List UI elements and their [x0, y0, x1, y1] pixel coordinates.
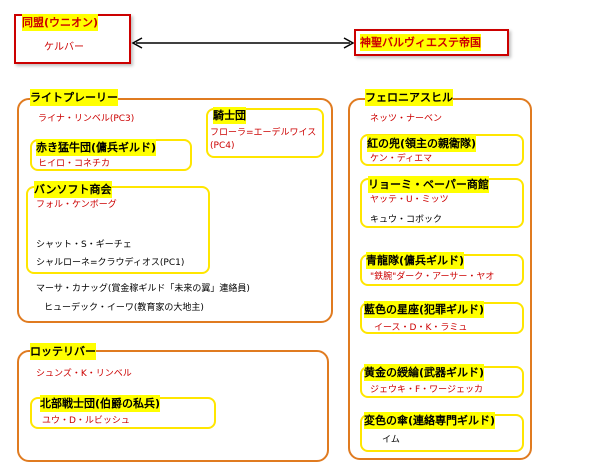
alliance-title: 同盟(ウニオン) — [22, 14, 99, 31]
indigo-star-member: イース・D・K・ラミュ — [374, 323, 468, 333]
bansoft-member-2: シャット・S・ギーチェ — [36, 240, 132, 250]
blue-dragon-title: 青龍隊(傭兵ギルド) — [366, 252, 465, 269]
blue-dragon-member: "鉄腕"ダーク・アーサー・ヤオ — [370, 272, 495, 282]
lotteriver-title: ロッテリバー — [30, 343, 96, 360]
felonia-title: フェロニアスヒル — [365, 89, 453, 106]
bansoft-title: バンソフト商会 — [34, 181, 112, 198]
indigo-star-title: 藍色の星座(犯罪ギルド) — [364, 301, 485, 318]
knights-title: 騎士団 — [213, 107, 246, 124]
ryomi-title: リョーミ・ベーパー商館 — [368, 176, 489, 193]
ryomi-member-1: ヤッテ・U・ミッツ — [370, 195, 449, 205]
bansoft-member-1: フォル・ケンボーグ — [36, 200, 117, 210]
alliance-member: ケルバー — [44, 42, 84, 53]
light-prairie-leader: ライナ・リンベル(PC3) — [38, 114, 135, 124]
knights-member-line2: (PC4) — [210, 141, 235, 151]
ryomi-member-2: キュウ・コボック — [370, 215, 443, 225]
crimson-member: ケン・ディエマ — [370, 154, 433, 164]
bansoft-box — [26, 186, 210, 274]
golden-member: ジェウキ・F・ワージェッカ — [370, 385, 483, 395]
north-corps-member: ユウ・D・ルビッシュ — [42, 416, 130, 426]
changing-umbrella-member: イム — [382, 435, 400, 445]
red-oxen-title: 赤き猛牛団(傭兵ギルド) — [36, 139, 157, 156]
knights-member-line1: フローラ=エーデルワイス — [210, 128, 317, 138]
relation-arrow — [131, 37, 355, 49]
light-prairie-other-2: ヒューデック・イーワ(教育家の大地主) — [44, 303, 204, 313]
north-corps-title: 北部戦士団(伯爵の私兵) — [40, 395, 161, 412]
empire-title: 神聖バルヴィエステ帝国 — [360, 34, 481, 51]
lotteriver-member: シュンズ・K・リンベル — [36, 369, 132, 379]
crimson-title: 紅の兜(領主の親衛隊) — [367, 135, 477, 152]
golden-title: 黄金の綬綸(武器ギルド) — [364, 364, 485, 381]
changing-umbrella-title: 変色の傘(連絡専門ギルド) — [364, 412, 496, 429]
bansoft-member-3: シャルローネ=クラウディオス(PC1) — [36, 258, 185, 268]
felonia-member: ネッツ・ナーベン — [370, 114, 443, 124]
light-prairie-title: ライトプレーリー — [30, 89, 118, 106]
red-oxen-member: ヒイロ・コネチカ — [38, 159, 111, 169]
light-prairie-other-1: マーサ・カナッグ(賞金稼ギルド「未来の翼」連絡員) — [36, 284, 250, 294]
knights-box — [206, 108, 324, 158]
